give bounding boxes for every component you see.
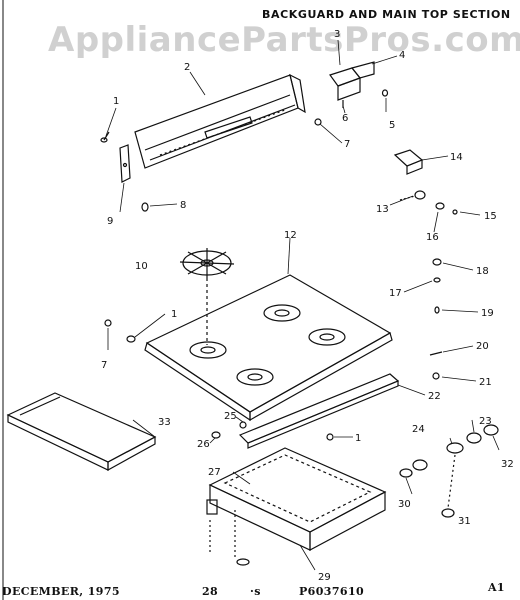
callout-label: 22 <box>428 391 441 402</box>
callout-labels: 1 2 3 4 5 6 7 8 9 10 12 13 14 15 16 17 1… <box>101 29 514 583</box>
leader-lines <box>105 39 500 571</box>
callout-label: 23 <box>479 416 492 427</box>
footer-page: 28 <box>202 585 219 598</box>
footer-date: DECEMBER, 1975 <box>2 585 120 598</box>
clip-part <box>329 61 375 108</box>
callout-label: 16 <box>426 232 439 243</box>
callout-label: 14 <box>450 152 463 163</box>
footer-mark: ·s <box>250 585 261 598</box>
small-parts-right <box>429 258 443 380</box>
bracket-14-part <box>393 149 424 175</box>
callout-label: 1 <box>113 96 119 107</box>
footer-sheet: A1 <box>488 581 505 594</box>
callout-label: 15 <box>484 211 497 222</box>
side-bracket-part <box>119 144 131 183</box>
front-trim-part <box>238 373 400 449</box>
main-top-part <box>144 274 393 422</box>
callout-label: 3 <box>334 29 340 40</box>
callout-label: 2 <box>184 62 190 73</box>
callout-label: 1 <box>171 309 177 320</box>
callout-label: 17 <box>389 288 402 299</box>
footer-part-number: P6037610 <box>299 585 365 598</box>
backguard-part <box>134 73 306 169</box>
callout-label: 29 <box>318 572 331 583</box>
valve-parts <box>399 190 458 215</box>
callout-label: 5 <box>389 120 395 131</box>
callout-label: 7 <box>344 139 350 150</box>
screws <box>100 89 389 343</box>
callout-label: 4 <box>399 50 405 61</box>
callout-label: 19 <box>481 308 494 319</box>
callout-label: 9 <box>107 216 113 227</box>
burner-box-part <box>206 447 387 566</box>
callout-label: 12 <box>284 230 297 241</box>
callout-label: 31 <box>458 516 471 527</box>
burner-grate-part <box>179 248 235 345</box>
callout-label: 25 <box>224 411 237 422</box>
callout-label: 20 <box>476 341 489 352</box>
diagram-title: BACKGUARD AND MAIN TOP SECTION <box>262 8 511 21</box>
callout-label: 18 <box>476 266 489 277</box>
callout-label: 32 <box>501 459 514 470</box>
callout-label: 26 <box>197 439 210 450</box>
callout-label: 7 <box>101 360 107 371</box>
callout-label: 13 <box>376 204 389 215</box>
callout-label: 27 <box>208 467 221 478</box>
control-knobs <box>399 424 499 518</box>
callout-label: 1 <box>355 433 361 444</box>
callout-label: 30 <box>398 499 411 510</box>
callout-label: 24 <box>412 424 425 435</box>
callout-label: 6 <box>342 113 348 124</box>
callout-label: 10 <box>135 261 148 272</box>
callout-label: 21 <box>479 377 492 388</box>
watermark: AppliancePartsPros.com <box>48 20 520 60</box>
callout-label: 8 <box>180 200 186 211</box>
panel-33-part <box>6 392 157 472</box>
callout-label: 33 <box>158 417 171 428</box>
